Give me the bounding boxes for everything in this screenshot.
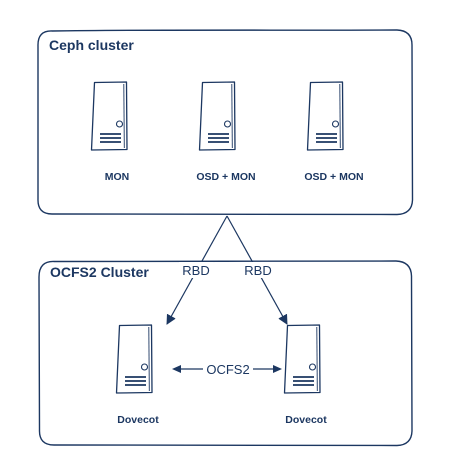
- server-tower-icon: [283, 324, 321, 394]
- server-label-osd-mon-2: OSD + MON: [304, 171, 363, 183]
- server-label-dovecot-2: Dovecot: [285, 414, 327, 426]
- rbd-label-left-backdrop: [179, 262, 213, 278]
- rbd-connections: RBD RBD: [166, 215, 288, 325]
- ocfs2-arrowhead-left: [172, 365, 181, 373]
- ceph-cluster: Ceph cluster MON OSD + MON OSD + MON: [37, 29, 414, 216]
- server-tower-icon: [306, 81, 344, 151]
- ceph-cluster-title: Ceph cluster: [49, 37, 134, 53]
- ceph-server-osd-mon-2: OSD + MON: [304, 81, 364, 183]
- ocfs2-label-backdrop: [203, 361, 253, 377]
- ocfs2-cluster-frame: [38, 260, 413, 447]
- server-tower-icon: [115, 324, 153, 394]
- ocfs2-server-dovecot-2: Dovecot: [283, 324, 327, 426]
- server-label-mon: MON: [105, 171, 130, 183]
- ocfs2-arrowhead-right: [273, 365, 282, 373]
- server-tower-icon: [90, 81, 128, 151]
- ocfs2-cluster: OCFS2 Cluster Dovecot Dovecot: [38, 260, 413, 447]
- ceph-server-mon: MON: [90, 81, 130, 183]
- rbd-label-left: RBD: [182, 263, 209, 278]
- server-label-osd-mon-1: OSD + MON: [196, 171, 255, 183]
- ocfs2-link-label: OCFS2: [206, 362, 249, 377]
- ceph-server-osd-mon-1: OSD + MON: [196, 81, 256, 183]
- rbd-label-right: RBD: [244, 263, 271, 278]
- ocfs2-cluster-title: OCFS2 Cluster: [50, 264, 149, 280]
- ocfs2-connection: OCFS2: [172, 361, 282, 377]
- server-label-dovecot-1: Dovecot: [117, 414, 159, 426]
- ocfs2-server-dovecot-1: Dovecot: [115, 324, 159, 426]
- rbd-label-right-backdrop: [241, 262, 275, 278]
- server-tower-icon: [198, 81, 236, 151]
